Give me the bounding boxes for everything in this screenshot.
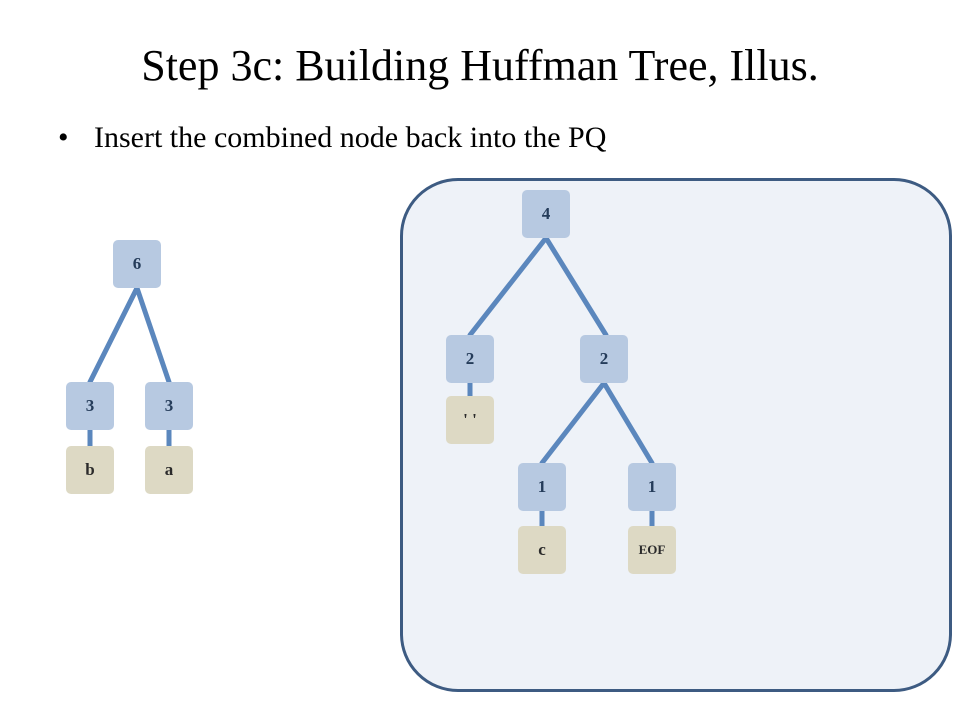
edge-6-to-3-right bbox=[134, 285, 172, 385]
node-left-root: 6 bbox=[113, 240, 161, 288]
node-left-count-b: 3 bbox=[66, 382, 114, 430]
bullet-dot: • bbox=[58, 121, 69, 154]
edge-4-to-2-left bbox=[467, 235, 549, 338]
bullet-text: Insert the combined node back into the P… bbox=[94, 121, 607, 154]
leaf-char-b: b bbox=[66, 446, 114, 494]
leaf-char-space: ' ' bbox=[446, 396, 494, 444]
leaf-char-a: a bbox=[145, 446, 193, 494]
edge-4-to-2-right bbox=[543, 235, 609, 338]
node-pq-root: 4 bbox=[522, 190, 570, 238]
node-pq-count-eof: 1 bbox=[628, 463, 676, 511]
edge-2-to-1-right bbox=[601, 380, 655, 466]
edge-2-to-1-left bbox=[539, 380, 607, 466]
leaf-char-c: c bbox=[518, 526, 566, 574]
edge-6-to-3-left bbox=[87, 285, 140, 385]
slide-title: Step 3c: Building Huffman Tree, Illus. bbox=[141, 41, 819, 90]
node-left-count-a: 3 bbox=[145, 382, 193, 430]
node-pq-count-space: 2 bbox=[446, 335, 494, 383]
node-pq-count-internal: 2 bbox=[580, 335, 628, 383]
leaf-char-eof: EOF bbox=[628, 526, 676, 574]
node-pq-count-c: 1 bbox=[518, 463, 566, 511]
